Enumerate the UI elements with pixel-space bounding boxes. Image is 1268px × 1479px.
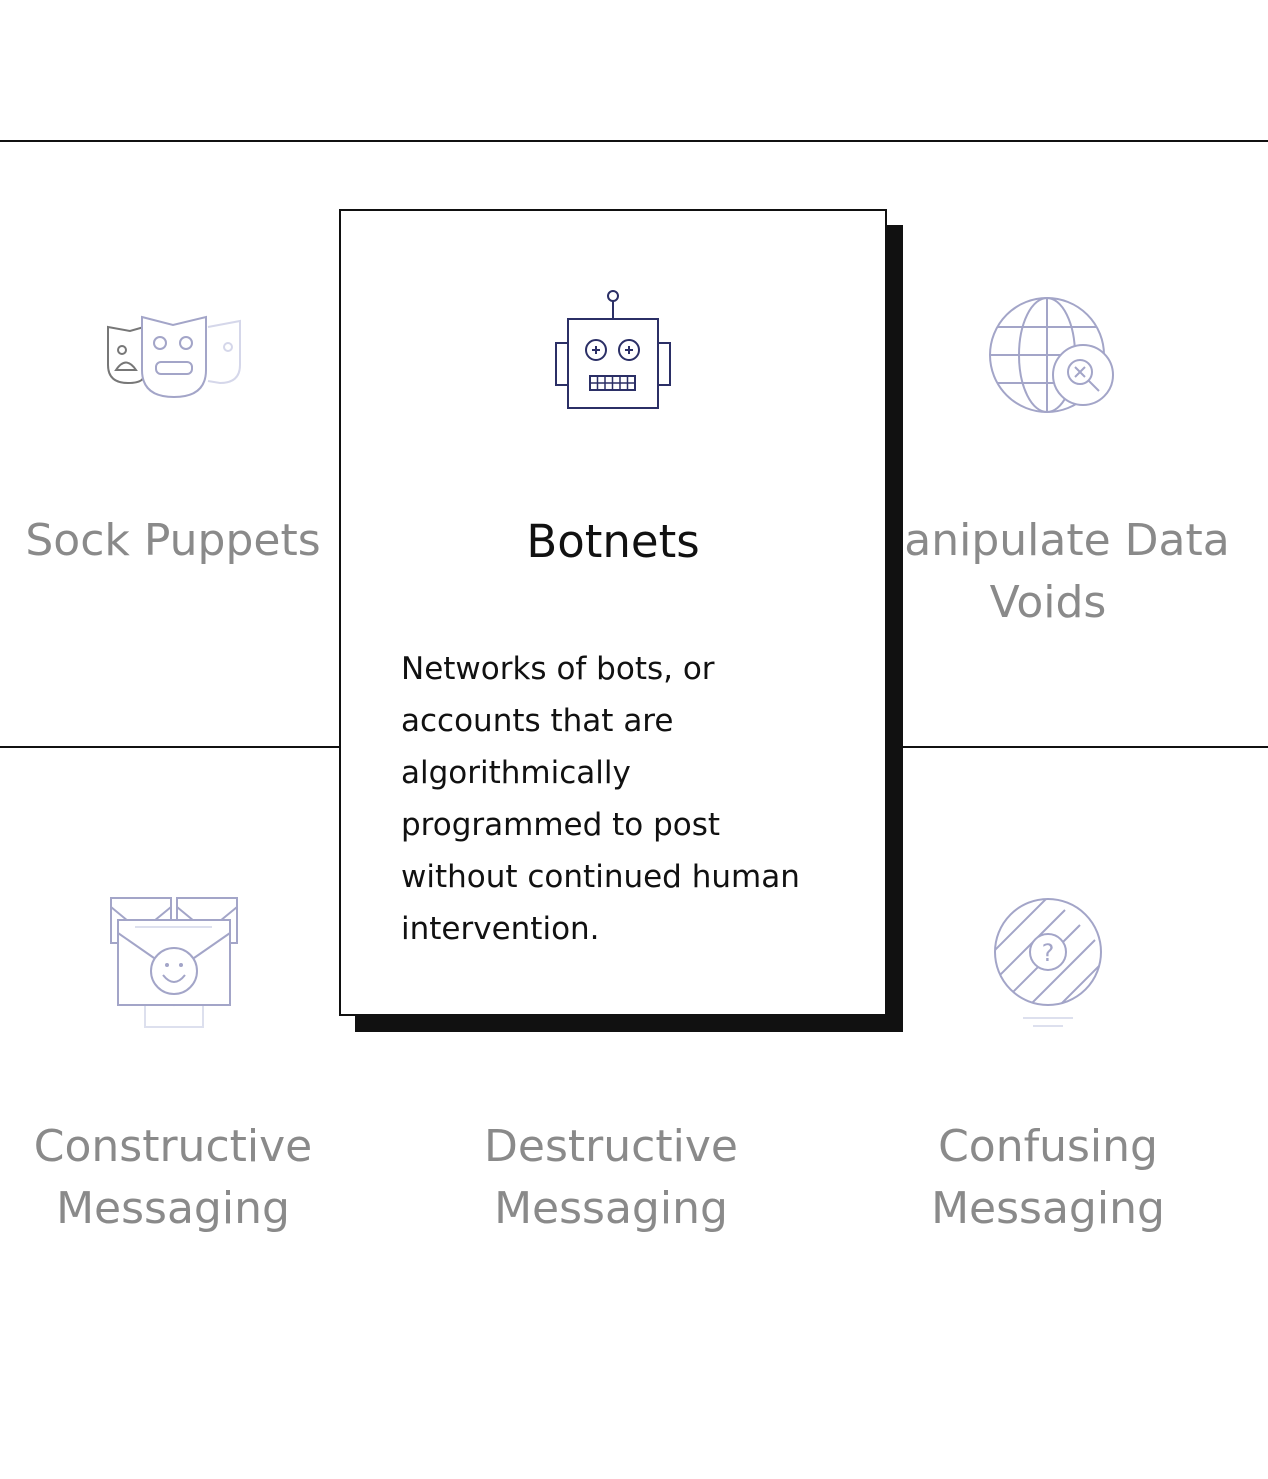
tile-label: Sock Puppets <box>25 515 321 566</box>
top-divider <box>0 140 1268 142</box>
tile-label: Constructive Messaging <box>33 1121 313 1234</box>
theater-masks-icon <box>107 315 241 399</box>
tile-label: Confusing Messaging <box>931 1121 1165 1234</box>
card-title: Botnets <box>526 515 700 568</box>
question-lightbulb-icon: ? <box>994 898 1102 1027</box>
middle-divider-left <box>0 746 340 748</box>
svg-text:?: ? <box>1042 939 1055 967</box>
middle-divider-right <box>900 746 1268 748</box>
botnets-card[interactable]: Botnets Networks of bots, or accounts th… <box>339 209 887 1016</box>
tile-label: Destructive Messaging <box>484 1121 738 1234</box>
tile-label: Manipulate Data Voids <box>866 515 1230 628</box>
smiley-envelope-icon <box>110 897 238 1028</box>
robot-icon <box>555 290 671 409</box>
card-description: Networks of bots, or accounts that are a… <box>401 651 800 947</box>
globe-search-icon <box>989 297 1114 413</box>
